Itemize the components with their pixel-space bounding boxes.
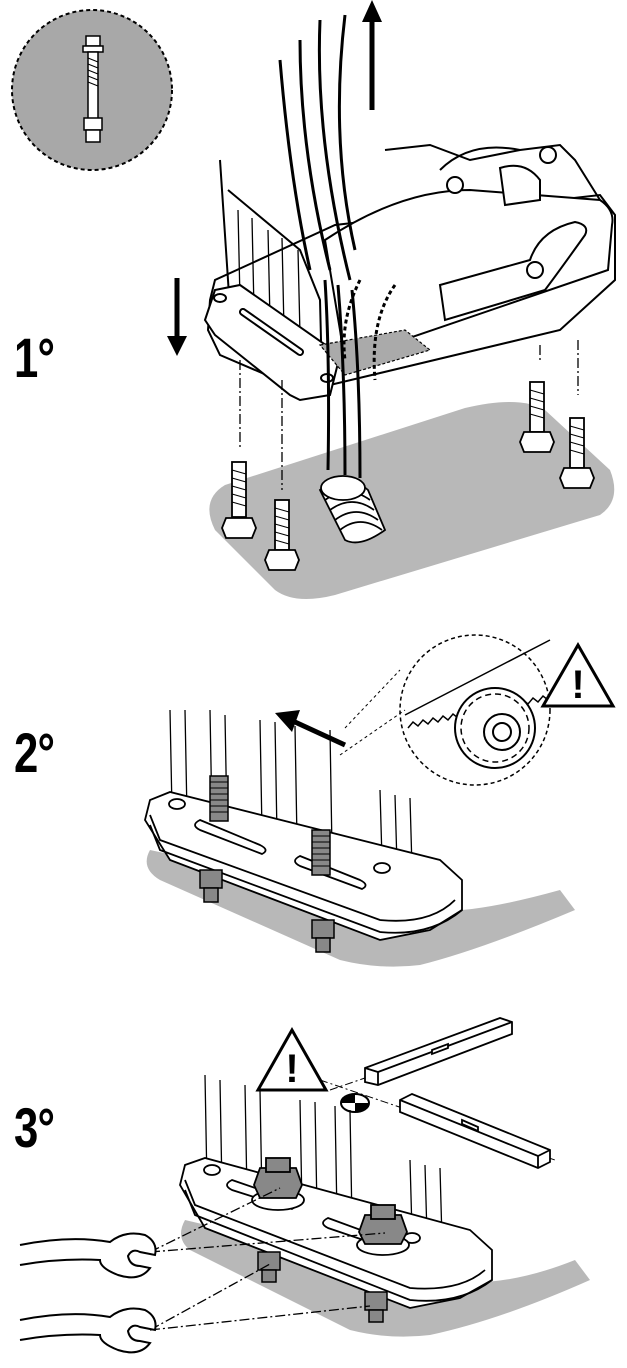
warning-symbol: ! <box>571 663 584 707</box>
warning-triangle-icon: ! <box>255 1026 329 1092</box>
wrench-icon <box>19 1307 157 1354</box>
floor-shadow <box>209 401 615 599</box>
spirit-level-icon <box>399 1093 551 1169</box>
threaded-stud <box>199 775 335 953</box>
arrow-up-icon <box>362 0 382 110</box>
nut-washer <box>251 1157 305 1211</box>
gear-icon <box>454 687 536 769</box>
rack-gear-inset <box>339 634 551 786</box>
warning-triangle-icon: ! <box>540 641 616 708</box>
nut-washer <box>356 1204 410 1256</box>
arrow-icon <box>275 710 347 748</box>
step-1-illustration <box>11 0 616 599</box>
step-2-illustration: ! <box>144 634 616 967</box>
step-3-panel: 3° ! <box>0 990 627 1368</box>
bolt <box>559 417 595 489</box>
bolt <box>519 381 555 453</box>
cable-sheath <box>318 475 387 544</box>
arrow-down-icon <box>167 278 187 356</box>
bolt <box>221 461 257 539</box>
wrench-icon <box>19 1232 157 1279</box>
step-1-panel: 1° <box>0 0 627 610</box>
step-3-label: 3° <box>14 1096 55 1159</box>
step-3-illustration: ! <box>19 1017 590 1354</box>
bolt <box>264 499 300 571</box>
spirit-level-icon <box>364 1017 513 1086</box>
step-2-label: 2° <box>14 721 55 784</box>
step-2-panel: 2° ! <box>0 610 627 990</box>
cables <box>278 14 397 479</box>
warning-symbol: ! <box>285 1047 298 1091</box>
anchor-bolt-inset <box>11 9 173 171</box>
anchor-bolt-icon <box>82 35 104 143</box>
base-plate <box>203 283 342 402</box>
lower-nut <box>257 1251 388 1323</box>
step-1-label: 1° <box>14 326 55 389</box>
